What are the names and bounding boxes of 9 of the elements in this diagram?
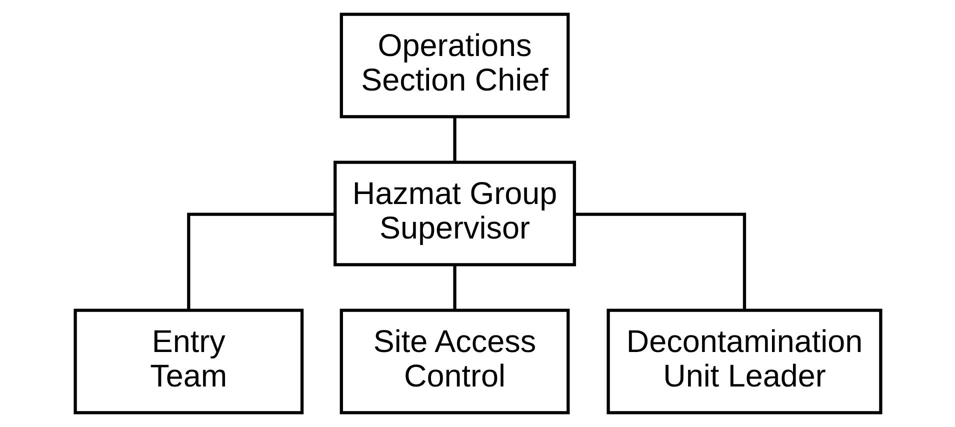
node-box: Entry Team bbox=[73, 308, 304, 414]
connector bbox=[452, 264, 456, 310]
connector bbox=[452, 116, 456, 162]
node-box: Operations Section Chief bbox=[339, 12, 570, 118]
connector bbox=[574, 212, 746, 310]
node-box: Site Access Control bbox=[339, 308, 570, 414]
node-box: Decontamination Unit Leader bbox=[606, 308, 882, 414]
connector bbox=[186, 212, 334, 310]
node-box: Hazmat Group Supervisor bbox=[333, 160, 576, 266]
